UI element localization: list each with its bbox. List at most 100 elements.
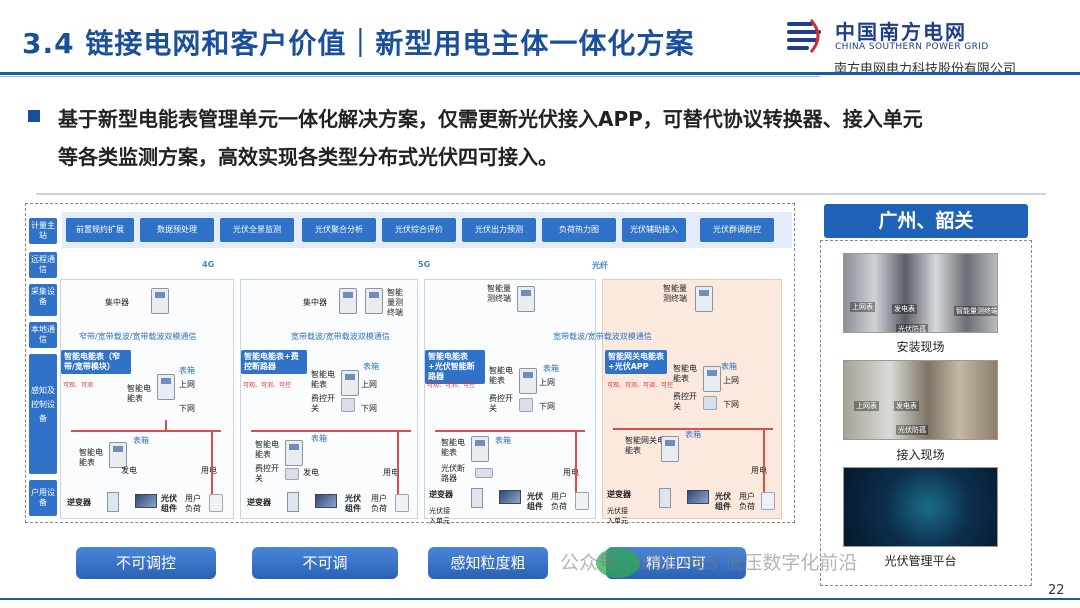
inverter-label: 逆变器 (247, 498, 271, 507)
meter-box-label-2: 表箱 (495, 436, 511, 445)
scheme-capability: 可观、可测、可调、可控 (607, 382, 674, 389)
photo-tag: 光伏防孤 (896, 425, 928, 435)
wire-red (435, 430, 585, 432)
meter-label: 智能电能表 (489, 366, 513, 385)
meter-icon (703, 366, 721, 392)
stage-control: 光伏群调群控 (700, 218, 774, 242)
switch-icon (341, 398, 355, 412)
install-site-photo: 上网表 发电表 光伏防孤 智能量测终端 (843, 253, 998, 333)
photo-tag: 光伏防孤 (896, 324, 928, 333)
meter-label: 智能电能表 (673, 364, 697, 383)
terminal-device-icon (365, 288, 383, 314)
meter-icon (519, 368, 537, 394)
inverter-icon (287, 492, 299, 512)
platform-caption: 光伏管理平台 (884, 554, 957, 568)
scheme-capability: 可观、可测、可控 (427, 382, 476, 389)
scheme-capability: 可观、可测 (63, 382, 94, 389)
scheme-column-4: 智能量测终端 宽带载波/宽带载波双模通信 智能网关电能表+光伏APP 可观、可测… (553, 279, 782, 525)
downgrid-label: 下网 (723, 400, 739, 409)
load-icon (575, 492, 589, 510)
scheme-title: 智能电能表+费控断路器 (241, 350, 307, 374)
header-divider (0, 72, 1080, 75)
meter-box-label-2: 表箱 (685, 430, 701, 439)
terminal-label: 智能量测终端 (387, 288, 403, 317)
power-grid-logo-icon (787, 19, 821, 53)
collector-device-icon (339, 288, 357, 314)
downgrid-label: 下网 (179, 404, 195, 413)
collector-label: 集中器 (105, 298, 129, 307)
pv-panel-icon (499, 490, 521, 504)
local-comm-label: 宽带载波/宽带载波双模通信 (291, 332, 390, 341)
upgrid-label: 上网 (179, 380, 195, 389)
section-divider (36, 193, 1046, 195)
logo-text-en: CHINA SOUTHERN POWER GRID (835, 42, 989, 52)
local-comm-label: 宽带载波/宽带载波双模通信 (553, 332, 652, 341)
wire-red (575, 432, 577, 502)
switch-label: 费控开关 (673, 392, 697, 411)
switch-icon (703, 396, 717, 410)
meter-icon (157, 374, 175, 400)
install-site-caption: 安装现场 (896, 340, 945, 354)
meter-icon-2 (471, 436, 489, 462)
gen-label: 发电 (121, 466, 137, 475)
inverter-label: 逆变器 (67, 498, 91, 507)
badge-unadjustable: 不可调 (252, 547, 398, 579)
bullet-line-1: 基于新型电能表管理单元一体化解决方案，仅需更新光伏接入APP，可替代协议转换器、… (58, 107, 923, 131)
photo-tag: 发电表 (892, 304, 917, 314)
pv-panel-icon (135, 494, 157, 508)
wire-red (71, 430, 221, 432)
gateway-meter-icon (661, 436, 679, 462)
load-label: 用户负荷 (551, 492, 567, 511)
row-label-local-comm: 本地通信 (29, 322, 57, 348)
meter-label-2: 智能电能表 (79, 448, 103, 467)
pv-label: 光伏组件 (527, 492, 543, 511)
load-label: 用户负荷 (739, 492, 755, 511)
upgrid-label: 上网 (361, 380, 377, 389)
switch-icon-2 (285, 468, 299, 480)
upgrid-label: 上网 (723, 376, 739, 385)
meter-box-label: 表箱 (179, 366, 195, 375)
scheme-title: 智能电能表（窄带/宽带模块） (61, 350, 131, 374)
stage-heatmap: 负荷热力图 (542, 218, 616, 242)
site-title: 广州、韶关 (824, 204, 1028, 238)
inverter-label: 逆变器 (429, 490, 453, 499)
meter-box-label-2: 表箱 (133, 436, 149, 445)
row-label-remote-comm: 远程通信 (29, 252, 57, 278)
company-logo: 中国南方电网 CHINA SOUTHERN POWER GRID (785, 14, 1070, 60)
scheme-title: 智能电能表+光伏智能断路器 (425, 350, 485, 384)
footer-divider (0, 598, 1080, 600)
breaker-icon (475, 468, 493, 478)
wire-red (763, 430, 765, 502)
logo-text-cn: 中国南方电网 (835, 20, 967, 44)
scheme-title: 智能网关电能表+光伏APP (605, 350, 667, 374)
header-divider-thin (0, 76, 820, 77)
pv-label: 光伏组件 (161, 494, 177, 513)
stage-aggregate: 光伏聚合分析 (302, 218, 376, 242)
breaker-label: 光伏断路器 (441, 464, 465, 483)
load-label: 用户负荷 (185, 494, 201, 513)
downgrid-label: 下网 (539, 402, 555, 411)
use-label: 用电 (751, 466, 767, 475)
meter-icon (341, 370, 359, 396)
row-label-user: 户用设备 (29, 480, 57, 516)
photo-tag: 上网表 (854, 401, 879, 411)
stage-monitor: 光伏全景监测 (220, 218, 294, 242)
gateway-meter-label: 智能网关电能表 (625, 436, 665, 455)
pv-label: 光伏组件 (345, 494, 361, 513)
inverter-icon (107, 492, 119, 512)
comm-fiber: 光纤 (592, 261, 608, 270)
wire-red (397, 432, 399, 502)
stage-preprocess: 数据预处理 (140, 218, 214, 242)
bullet-square-icon (28, 110, 40, 122)
row-label-sensing: 感知及控制设备 (29, 354, 57, 474)
scheme-column-2: 集中器 智能量测终端 宽带载波/宽带载波双模通信 智能电能表+费控断路器 可观、… (240, 279, 418, 519)
load-icon (395, 494, 409, 512)
meter-box-label-2: 表箱 (311, 434, 327, 443)
pv-panel-icon (315, 494, 337, 508)
bullet-text: 基于新型电能表管理单元一体化解决方案，仅需更新光伏接入APP，可替代协议转换器、… (58, 100, 1058, 176)
local-comm-label: 窄带/宽带载波/宽带载波双模通信 (79, 332, 197, 341)
switch-label: 费控开关 (489, 394, 513, 413)
meter-label: 智能电能表 (127, 384, 151, 403)
watermark: 公众号 · IEEE PES 低压数字化前沿 (560, 552, 858, 574)
collector-device-icon (151, 288, 169, 314)
